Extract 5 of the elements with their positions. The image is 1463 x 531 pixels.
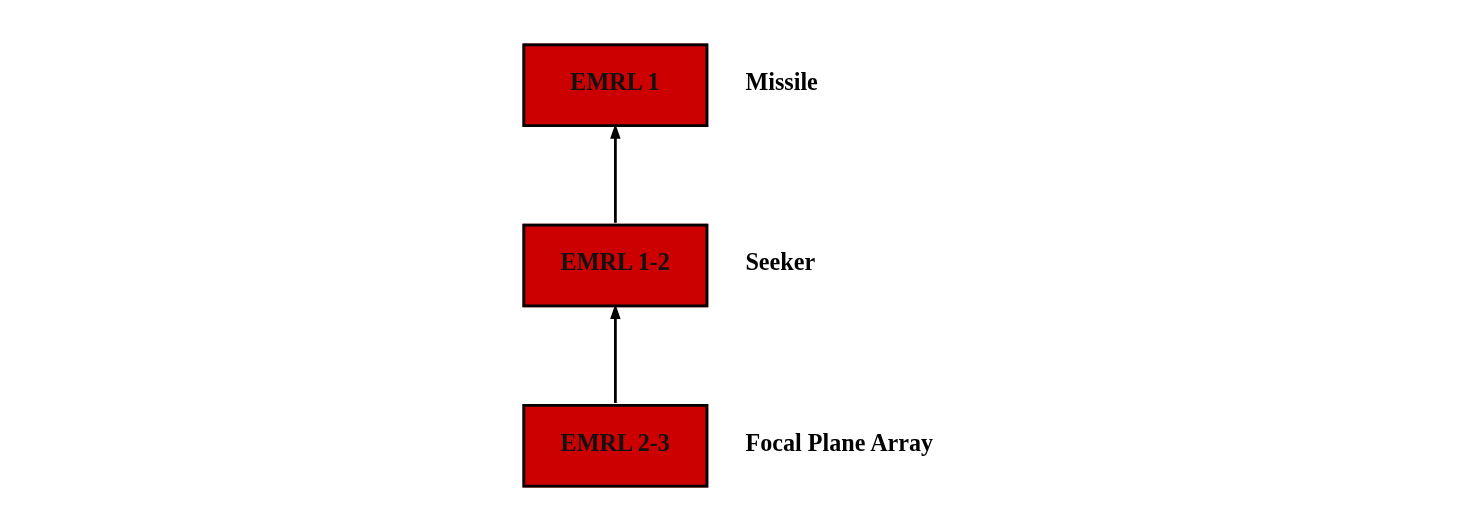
node-label: Focal Plane Array — [745, 428, 934, 456]
arrow — [610, 123, 621, 223]
node-label: Seeker — [745, 248, 816, 276]
arrow — [610, 304, 621, 403]
node-label: Missile — [745, 68, 818, 96]
